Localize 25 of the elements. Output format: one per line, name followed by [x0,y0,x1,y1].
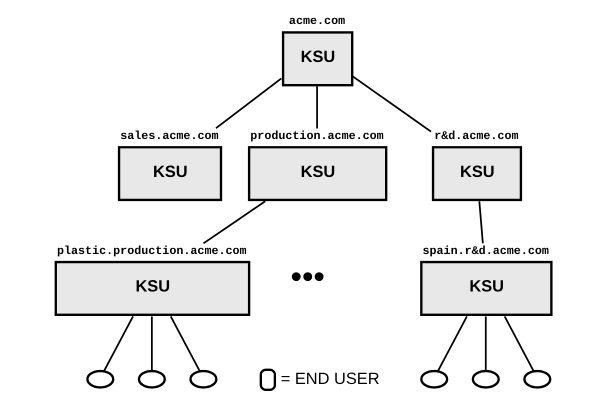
node-circle [523,369,552,388]
label: ••• [290,257,325,294]
connector [215,77,282,128]
node-circle [138,369,166,388]
connector [150,316,153,370]
connector [103,316,134,372]
node-label: spain.r&d.acme.com [422,243,549,258]
connector [352,75,432,132]
connector [316,86,318,128]
legend-label: = END USER [280,370,380,388]
connector [203,200,266,244]
connector [504,316,534,372]
node-label: r&d.acme.com [434,128,518,143]
node-label: plastic.production.acme.com [56,243,247,258]
node-label: sales.acme.com [120,128,219,143]
node-label: production.acme.com [250,128,384,143]
connector [478,200,484,243]
node-circle [86,369,114,388]
node-label: acme.com [288,14,346,28]
node-circle [189,369,218,388]
connector [437,316,468,372]
node-circle [472,369,500,388]
connector [484,316,487,370]
node-circle [420,369,448,388]
connector [170,316,201,372]
